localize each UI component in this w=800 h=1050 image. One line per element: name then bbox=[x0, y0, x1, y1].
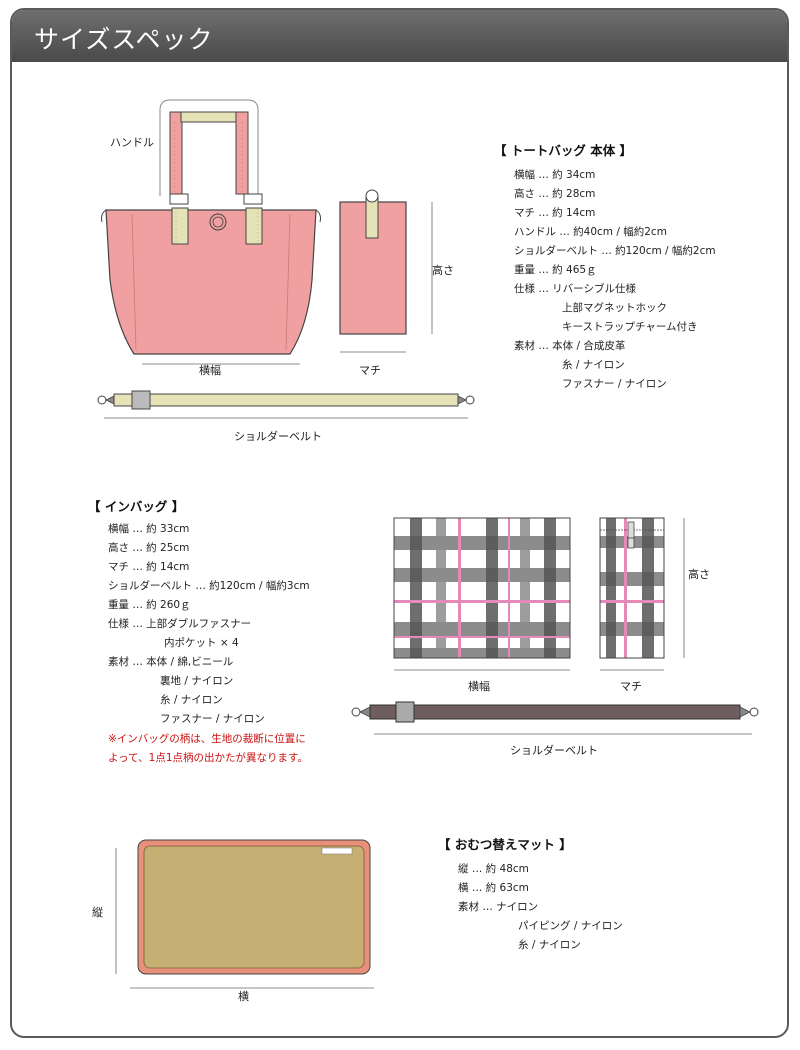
mat-spec-material-3: 糸 / ナイロン bbox=[518, 939, 581, 951]
mat-spec-material: 素材 … ナイロン bbox=[458, 901, 539, 913]
tote-spec-height: 高さ … 約 28cm bbox=[514, 188, 596, 200]
inbag-spec-weight: 重量 … 約 260ｇ bbox=[108, 599, 191, 611]
tote-front-illustration bbox=[101, 99, 321, 365]
inbag-side-illustration bbox=[599, 517, 685, 671]
tote-shoulder-belt-illustration bbox=[97, 390, 475, 419]
mat-spec-list: 縦 … 約 48cm 横 … 約 63cm 素材 … ナイロン パイピング / … bbox=[458, 860, 623, 955]
inbag-front-illustration bbox=[393, 517, 571, 671]
tote-section-title: 【 トートバッグ 本体 】 bbox=[494, 143, 633, 158]
inbag-width-label: 横幅 bbox=[468, 680, 490, 693]
tote-spec-list: 横幅 … 約 34cm 高さ … 約 28cm マチ … 約 14cm ハンドル… bbox=[514, 166, 716, 394]
tote-spec-handle: ハンドル … 約40cm / 幅約2cm bbox=[514, 226, 667, 238]
mat-horizontal-label: 横 bbox=[238, 990, 249, 1003]
inbag-spec-list: 横幅 … 約 33cm 高さ … 約 25cm マチ … 約 14cm ショルダ… bbox=[108, 520, 310, 729]
header-bar: サイズスペック bbox=[12, 10, 787, 62]
tote-height-label: 高さ bbox=[432, 264, 454, 277]
inbag-note-line-2: よって、1点1点柄の出かたが異なります。 bbox=[108, 752, 308, 764]
inbag-spec-material-4: ファスナー / ナイロン bbox=[160, 713, 265, 725]
mat-spec-vertical: 縦 … 約 48cm bbox=[458, 863, 529, 875]
mat-illustration bbox=[115, 839, 374, 989]
inbag-height-label: 高さ bbox=[688, 568, 710, 581]
inbag-spec-material-2: 裏地 / ナイロン bbox=[160, 675, 234, 687]
inbag-note-line-1: ※インバッグの柄は、生地の裁断に位置に bbox=[108, 733, 306, 745]
tote-spec-material: 素材 … 本体 / 合成皮革 bbox=[514, 340, 626, 352]
mat-spec-material-2: パイピング / ナイロン bbox=[518, 920, 623, 932]
inbag-spec-material: 素材 … 本体 / 綿,ビニール bbox=[108, 656, 234, 668]
inbag-spec-gusset: マチ … 約 14cm bbox=[108, 561, 190, 573]
tote-belt-label: ショルダーベルト bbox=[234, 430, 322, 443]
tote-spec-width: 横幅 … 約 34cm bbox=[514, 169, 596, 181]
tote-gusset-label: マチ bbox=[359, 364, 381, 377]
tote-spec-material-2: 糸 / ナイロン bbox=[562, 359, 625, 371]
mat-section-title: 【 おむつ替えマット 】 bbox=[438, 837, 572, 852]
tote-spec-feature: 仕様 … リバーシブル仕様 bbox=[514, 283, 636, 295]
tote-spec-gusset: マチ … 約 14cm bbox=[514, 207, 596, 219]
tote-spec-feature-2: 上部マグネットホック bbox=[562, 302, 667, 314]
tote-spec-weight: 重量 … 約 465ｇ bbox=[514, 264, 597, 276]
tote-spec-material-3: ファスナー / ナイロン bbox=[562, 378, 667, 390]
mat-spec-horizontal: 横 … 約 63cm bbox=[458, 882, 529, 894]
tote-spec-feature-3: キーストラップチャーム付き bbox=[562, 321, 698, 333]
tote-side-illustration bbox=[339, 189, 433, 353]
tote-width-label: 横幅 bbox=[199, 364, 221, 377]
inbag-spec-material-3: 糸 / ナイロン bbox=[160, 694, 223, 706]
inbag-gusset-label: マチ bbox=[620, 680, 642, 693]
spec-frame: サイズスペック ハンドル 横幅 bbox=[10, 8, 789, 1038]
inbag-shoulder-belt-illustration bbox=[351, 701, 759, 735]
tote-handle-label: ハンドル bbox=[110, 136, 154, 149]
inbag-belt-label: ショルダーベルト bbox=[510, 744, 598, 757]
inbag-spec-feature-2: 内ポケット × 4 bbox=[164, 637, 239, 649]
inbag-section-title: 【 インバッグ 】 bbox=[88, 499, 185, 514]
inbag-spec-height: 高さ … 約 25cm bbox=[108, 542, 190, 554]
inbag-spec-belt: ショルダーベルト … 約120cm / 幅約3cm bbox=[108, 580, 310, 592]
inbag-pattern-note: ※インバッグの柄は、生地の裁断に位置に よって、1点1点柄の出かたが異なります。 bbox=[108, 730, 308, 768]
inbag-spec-feature: 仕様 … 上部ダブルファスナー bbox=[108, 618, 252, 630]
inbag-spec-width: 横幅 … 約 33cm bbox=[108, 523, 190, 535]
tote-spec-belt: ショルダーベルト … 約120cm / 幅約2cm bbox=[514, 245, 716, 257]
mat-vertical-label: 縦 bbox=[92, 906, 103, 919]
page-title: サイズスペック bbox=[34, 25, 214, 54]
